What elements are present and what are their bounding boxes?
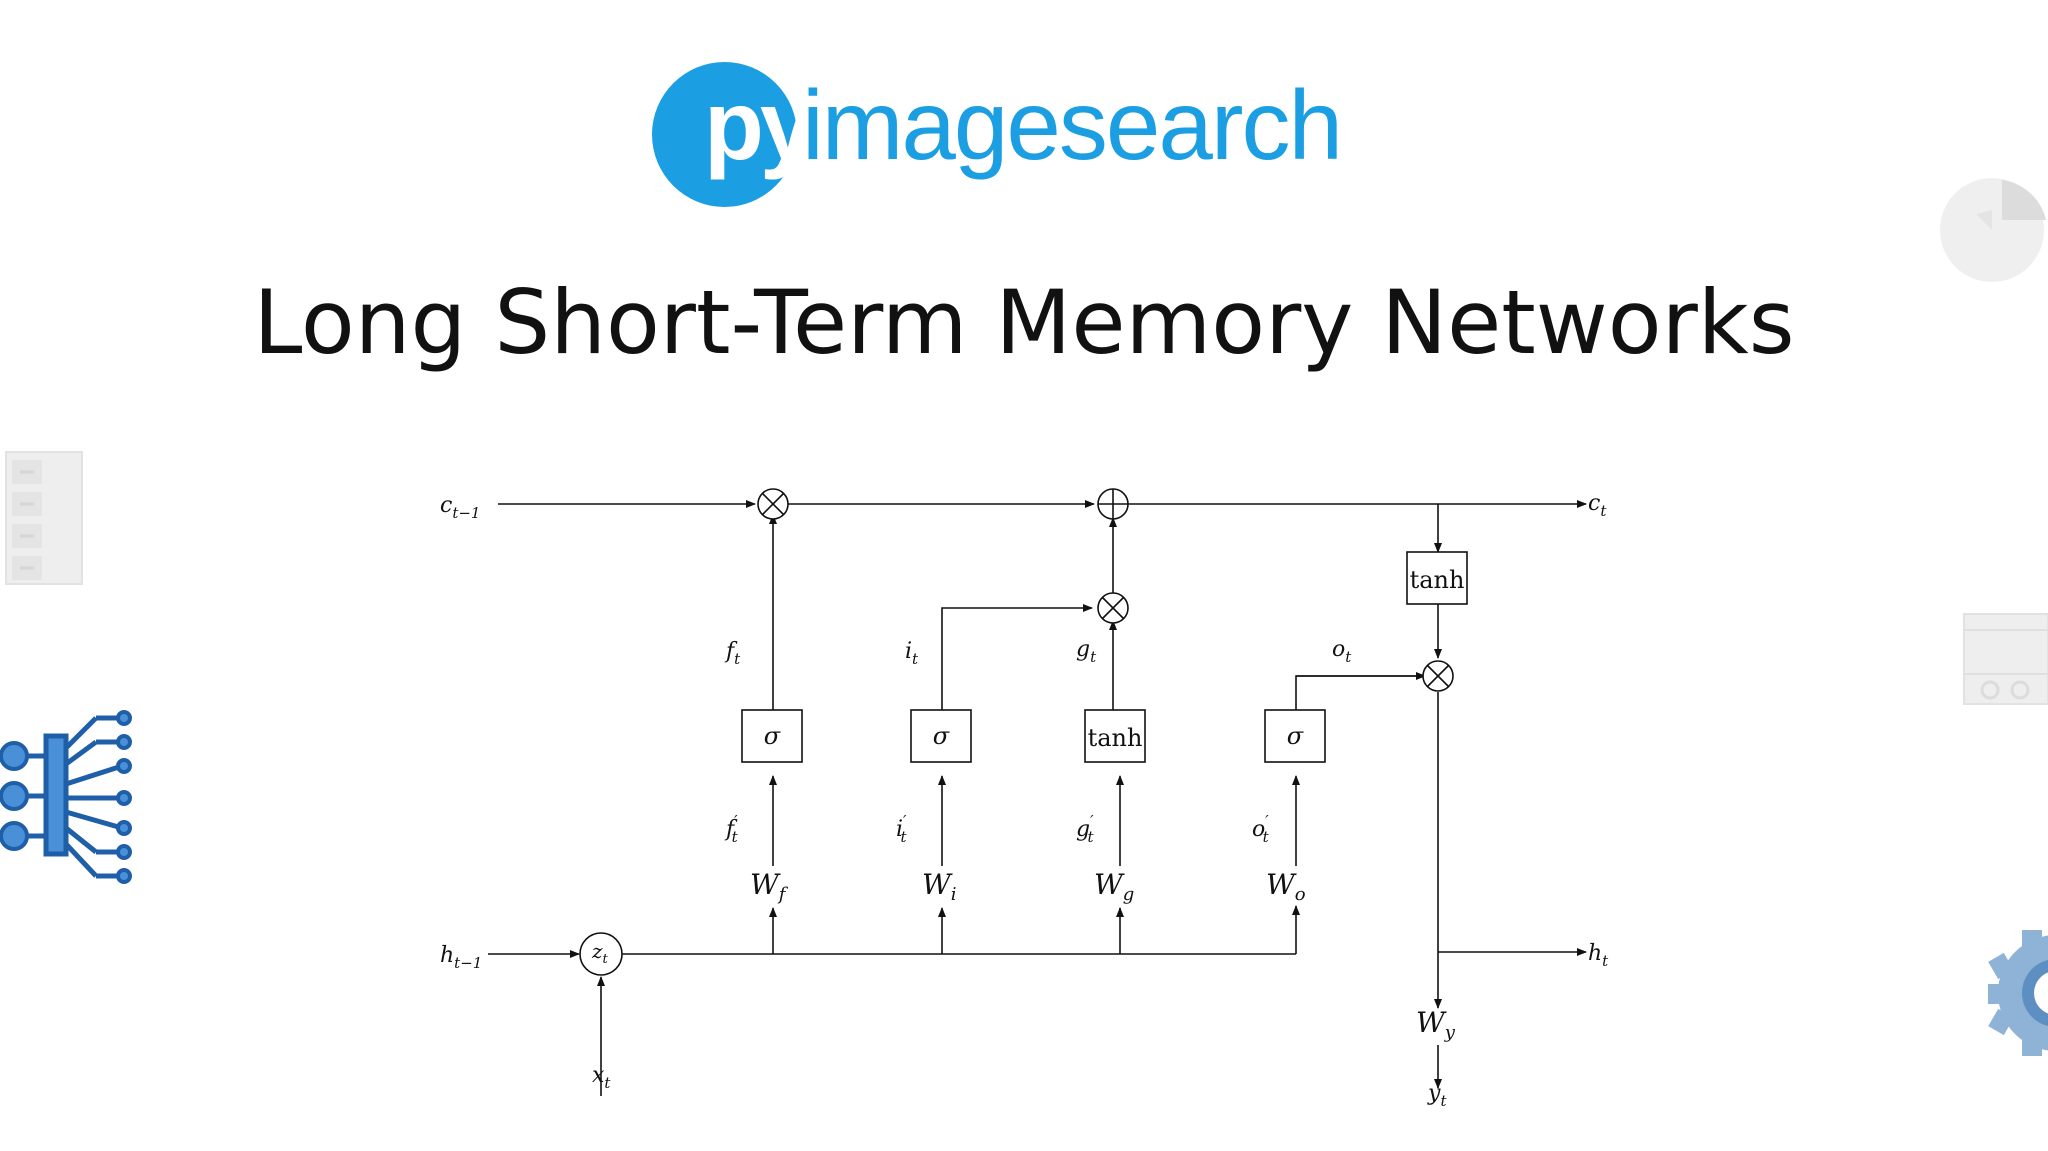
filing-cabinet-icon [5, 451, 83, 585]
c-out-label: ct [1588, 491, 1607, 520]
pie-chart-icon [1940, 178, 2046, 282]
lstm-diagram: σ σ σ tanh tanh ct−1 ht−1 xt zt ct ht yt… [440, 488, 1609, 1110]
tanh-box-cell [1406, 551, 1468, 605]
o-gate-label: ot [1332, 637, 1352, 666]
y-out-label: yt [1427, 1081, 1447, 1110]
brand-logo: py imagesearch [652, 62, 1343, 207]
tanh-g-label: tanh [1088, 724, 1143, 752]
z-label: zt [591, 939, 609, 967]
x-label: xt [592, 1063, 611, 1092]
sigma-box-i [910, 709, 972, 763]
f-gate-label: ft [724, 639, 741, 668]
tanh-box-g [1084, 709, 1146, 763]
tanh-cell-label: tanh [1410, 566, 1465, 594]
film-reel-icon [1963, 613, 2048, 705]
wo-label: Wo [1266, 868, 1306, 905]
wf-label: Wf [750, 868, 789, 905]
i-gate-label: it [905, 639, 919, 668]
sigma-o-label: σ [1287, 722, 1304, 750]
logo-prefix: py [704, 70, 814, 180]
sigma-box-o [1264, 709, 1326, 763]
logo-wordmark: imagesearch [802, 70, 1343, 180]
sigma-box-f [741, 709, 803, 763]
gear-icon [1988, 930, 2048, 1056]
h-out-label: ht [1588, 941, 1609, 970]
wi-label: Wi [922, 868, 957, 905]
page-title: Long Short-Term Memory Networks [253, 271, 1795, 374]
c-prev-label: ct−1 [440, 493, 480, 522]
g-gate-label: gt [1076, 637, 1097, 666]
i-pre-label: i′t [896, 812, 907, 846]
h-prev-label: ht−1 [440, 943, 482, 972]
o-pre-label: o′t [1252, 812, 1270, 846]
logo-circle [652, 62, 797, 207]
f-pre-label: f′t [724, 812, 739, 846]
wy-label: Wy [1416, 1006, 1456, 1043]
sigma-i-label: σ [933, 722, 950, 750]
wg-label: Wg [1094, 868, 1134, 905]
sigma-f-label: σ [764, 722, 781, 750]
z-node [579, 932, 623, 976]
circuit-chip-icon [0, 710, 132, 884]
g-pre-label: g′t [1076, 812, 1095, 846]
